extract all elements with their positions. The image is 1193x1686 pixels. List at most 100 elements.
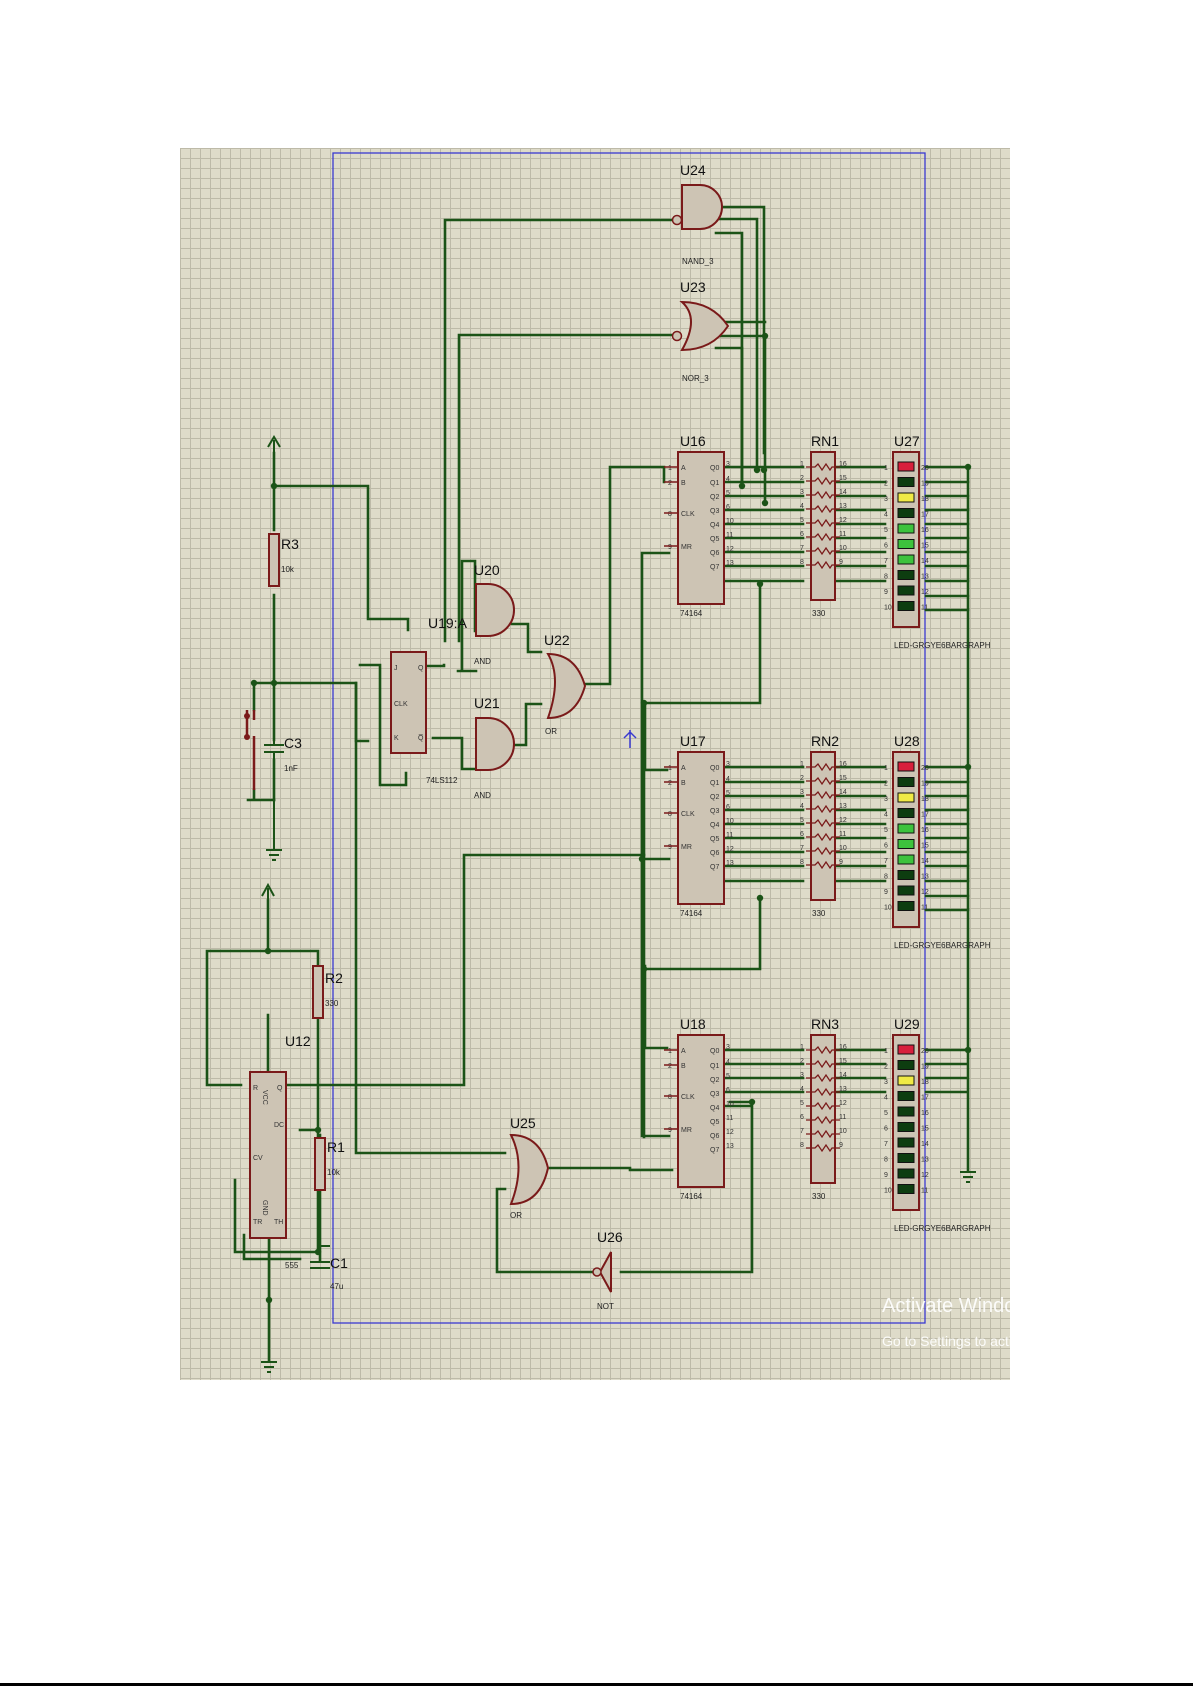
rn-pin-left: 1 (800, 761, 804, 768)
page-bottom-rule (0, 1683, 1193, 1686)
led-pin-left: 7 (884, 558, 888, 565)
led-pin-right: 13 (921, 574, 929, 581)
sr-pin-number: 5 (726, 790, 730, 797)
led-pin-left: 4 (884, 512, 888, 519)
led-pin-right: 11 (921, 905, 928, 912)
u26-type: NOT (597, 1302, 614, 1311)
watermark-line1: Activate Windows (882, 1295, 1040, 1317)
led-segment (897, 839, 915, 849)
led-pin-right: 12 (921, 589, 929, 596)
u20-label: U20 (474, 562, 500, 578)
led-pin-right: 14 (921, 558, 929, 565)
u25-type: OR (510, 1211, 522, 1220)
sr-pin-number: 11 (726, 1115, 733, 1122)
resistor-element (806, 1115, 840, 1125)
led-pin-right: 16 (921, 827, 929, 834)
resistor-element (806, 846, 840, 856)
c3-label: C3 (284, 735, 302, 751)
led-pin-left: 2 (884, 1064, 888, 1071)
led-pin-left: 8 (884, 574, 888, 581)
led-pin-left: 8 (884, 1157, 888, 1164)
resistor-element (806, 476, 840, 486)
led-segment (897, 508, 915, 518)
sr-pin-name: Q7 (710, 864, 719, 871)
sr-pin-number: 9 (668, 544, 672, 551)
sr-pin-name: Q5 (710, 536, 719, 543)
rn-pin-right: 16 (839, 761, 847, 768)
resistor-network-rn3: RN3 330 (810, 1016, 839, 1201)
led-pin-left: 8 (884, 874, 888, 881)
led-pin-left: 7 (884, 858, 888, 865)
sr-pin-number: 10 (726, 1101, 734, 1108)
rn-pin-left: 3 (800, 489, 804, 496)
u16-type: 74164 (680, 609, 703, 618)
led-pin-left: 1 (884, 765, 888, 772)
led-pin-right: 14 (921, 858, 929, 865)
led-pin-right: 20 (921, 765, 929, 772)
ff-pin-clk: CLK (394, 701, 408, 708)
sr-pin-name: Q5 (710, 1119, 719, 1126)
resistor-element (806, 762, 840, 772)
rn-pin-left: 2 (800, 1058, 804, 1065)
u19a-label: U19:A (428, 615, 468, 631)
sr-pin-name: Q4 (710, 1105, 719, 1112)
u22-label: U22 (544, 632, 570, 648)
resistor-r3: R3 10k (268, 533, 299, 587)
led-pin-left: 4 (884, 812, 888, 819)
led-pin-left: 5 (884, 1110, 888, 1117)
u28-type: LED-GRGYE6BARGRAPH (894, 941, 991, 950)
rn2-value: 330 (812, 909, 826, 918)
u26-label: U26 (597, 1229, 623, 1245)
u21-label: U21 (474, 695, 500, 711)
resistor-element (806, 1073, 840, 1083)
rn-pin-left: 2 (800, 475, 804, 482)
sr-pin-number: 11 (726, 532, 733, 539)
ground-symbol (261, 800, 976, 1373)
sr-pin-name: CLK (681, 1094, 695, 1101)
rn-pin-left: 8 (800, 1142, 804, 1149)
resistor-element (806, 1129, 840, 1139)
resistor-element (806, 818, 840, 828)
rn-pin-right: 13 (839, 503, 847, 510)
activation-watermark: Activate Windows Go to Settings to activ… (882, 1295, 1082, 1349)
timer-pin-vcc: VCC (261, 1090, 268, 1105)
r1-label: R1 (327, 1139, 345, 1155)
sr-pin-name: Q2 (710, 794, 719, 801)
led-segment (897, 1091, 915, 1101)
led-pin-left: 2 (884, 481, 888, 488)
rn-pin-right: 14 (839, 489, 847, 496)
led-pin-left: 2 (884, 781, 888, 788)
sr-pin-number: 2 (668, 1063, 672, 1070)
ff-pin-qbar: Q̅ (418, 734, 424, 742)
and-gate-u21: U21 AND (474, 695, 515, 800)
rn-pin-left: 1 (800, 1044, 804, 1051)
led-segment (897, 492, 915, 503)
sr-pin-name: CLK (681, 811, 695, 818)
rn3-label: RN3 (811, 1016, 839, 1032)
sr-pin-number: 5 (726, 1073, 730, 1080)
sr-pin-name: Q3 (710, 808, 719, 815)
led-segment (897, 1106, 915, 1117)
jk-flipflop-u19a: J CLK K Q Q̅ U19:A 74LS112 (390, 615, 468, 785)
led-segment (897, 1184, 915, 1194)
resistor-network-rn1: RN1 330 (810, 433, 839, 618)
led-pin-right: 19 (921, 781, 929, 788)
or-gate-u22: U22 OR (544, 632, 587, 736)
resistor-element (806, 1101, 840, 1111)
sr-pin-name: Q4 (710, 522, 719, 529)
u22-type: OR (545, 727, 557, 736)
sr-pin-name: B (681, 780, 686, 787)
u19a-type: 74LS112 (426, 776, 458, 785)
sr-pin-number: 12 (726, 846, 734, 853)
power-symbol (261, 435, 281, 900)
led-pin-right: 15 (921, 1126, 929, 1133)
sr-pin-number: 8 (668, 1094, 672, 1101)
sr-pin-number: 1 (668, 765, 672, 772)
sr-pin-name: Q2 (710, 494, 719, 501)
rn-pin-right: 9 (839, 559, 843, 566)
sr-pin-name: MR (681, 544, 692, 551)
led-pin-right: 14 (921, 1141, 929, 1148)
c3-value: 1nF (284, 764, 298, 773)
rn-pin-right: 13 (839, 1086, 847, 1093)
